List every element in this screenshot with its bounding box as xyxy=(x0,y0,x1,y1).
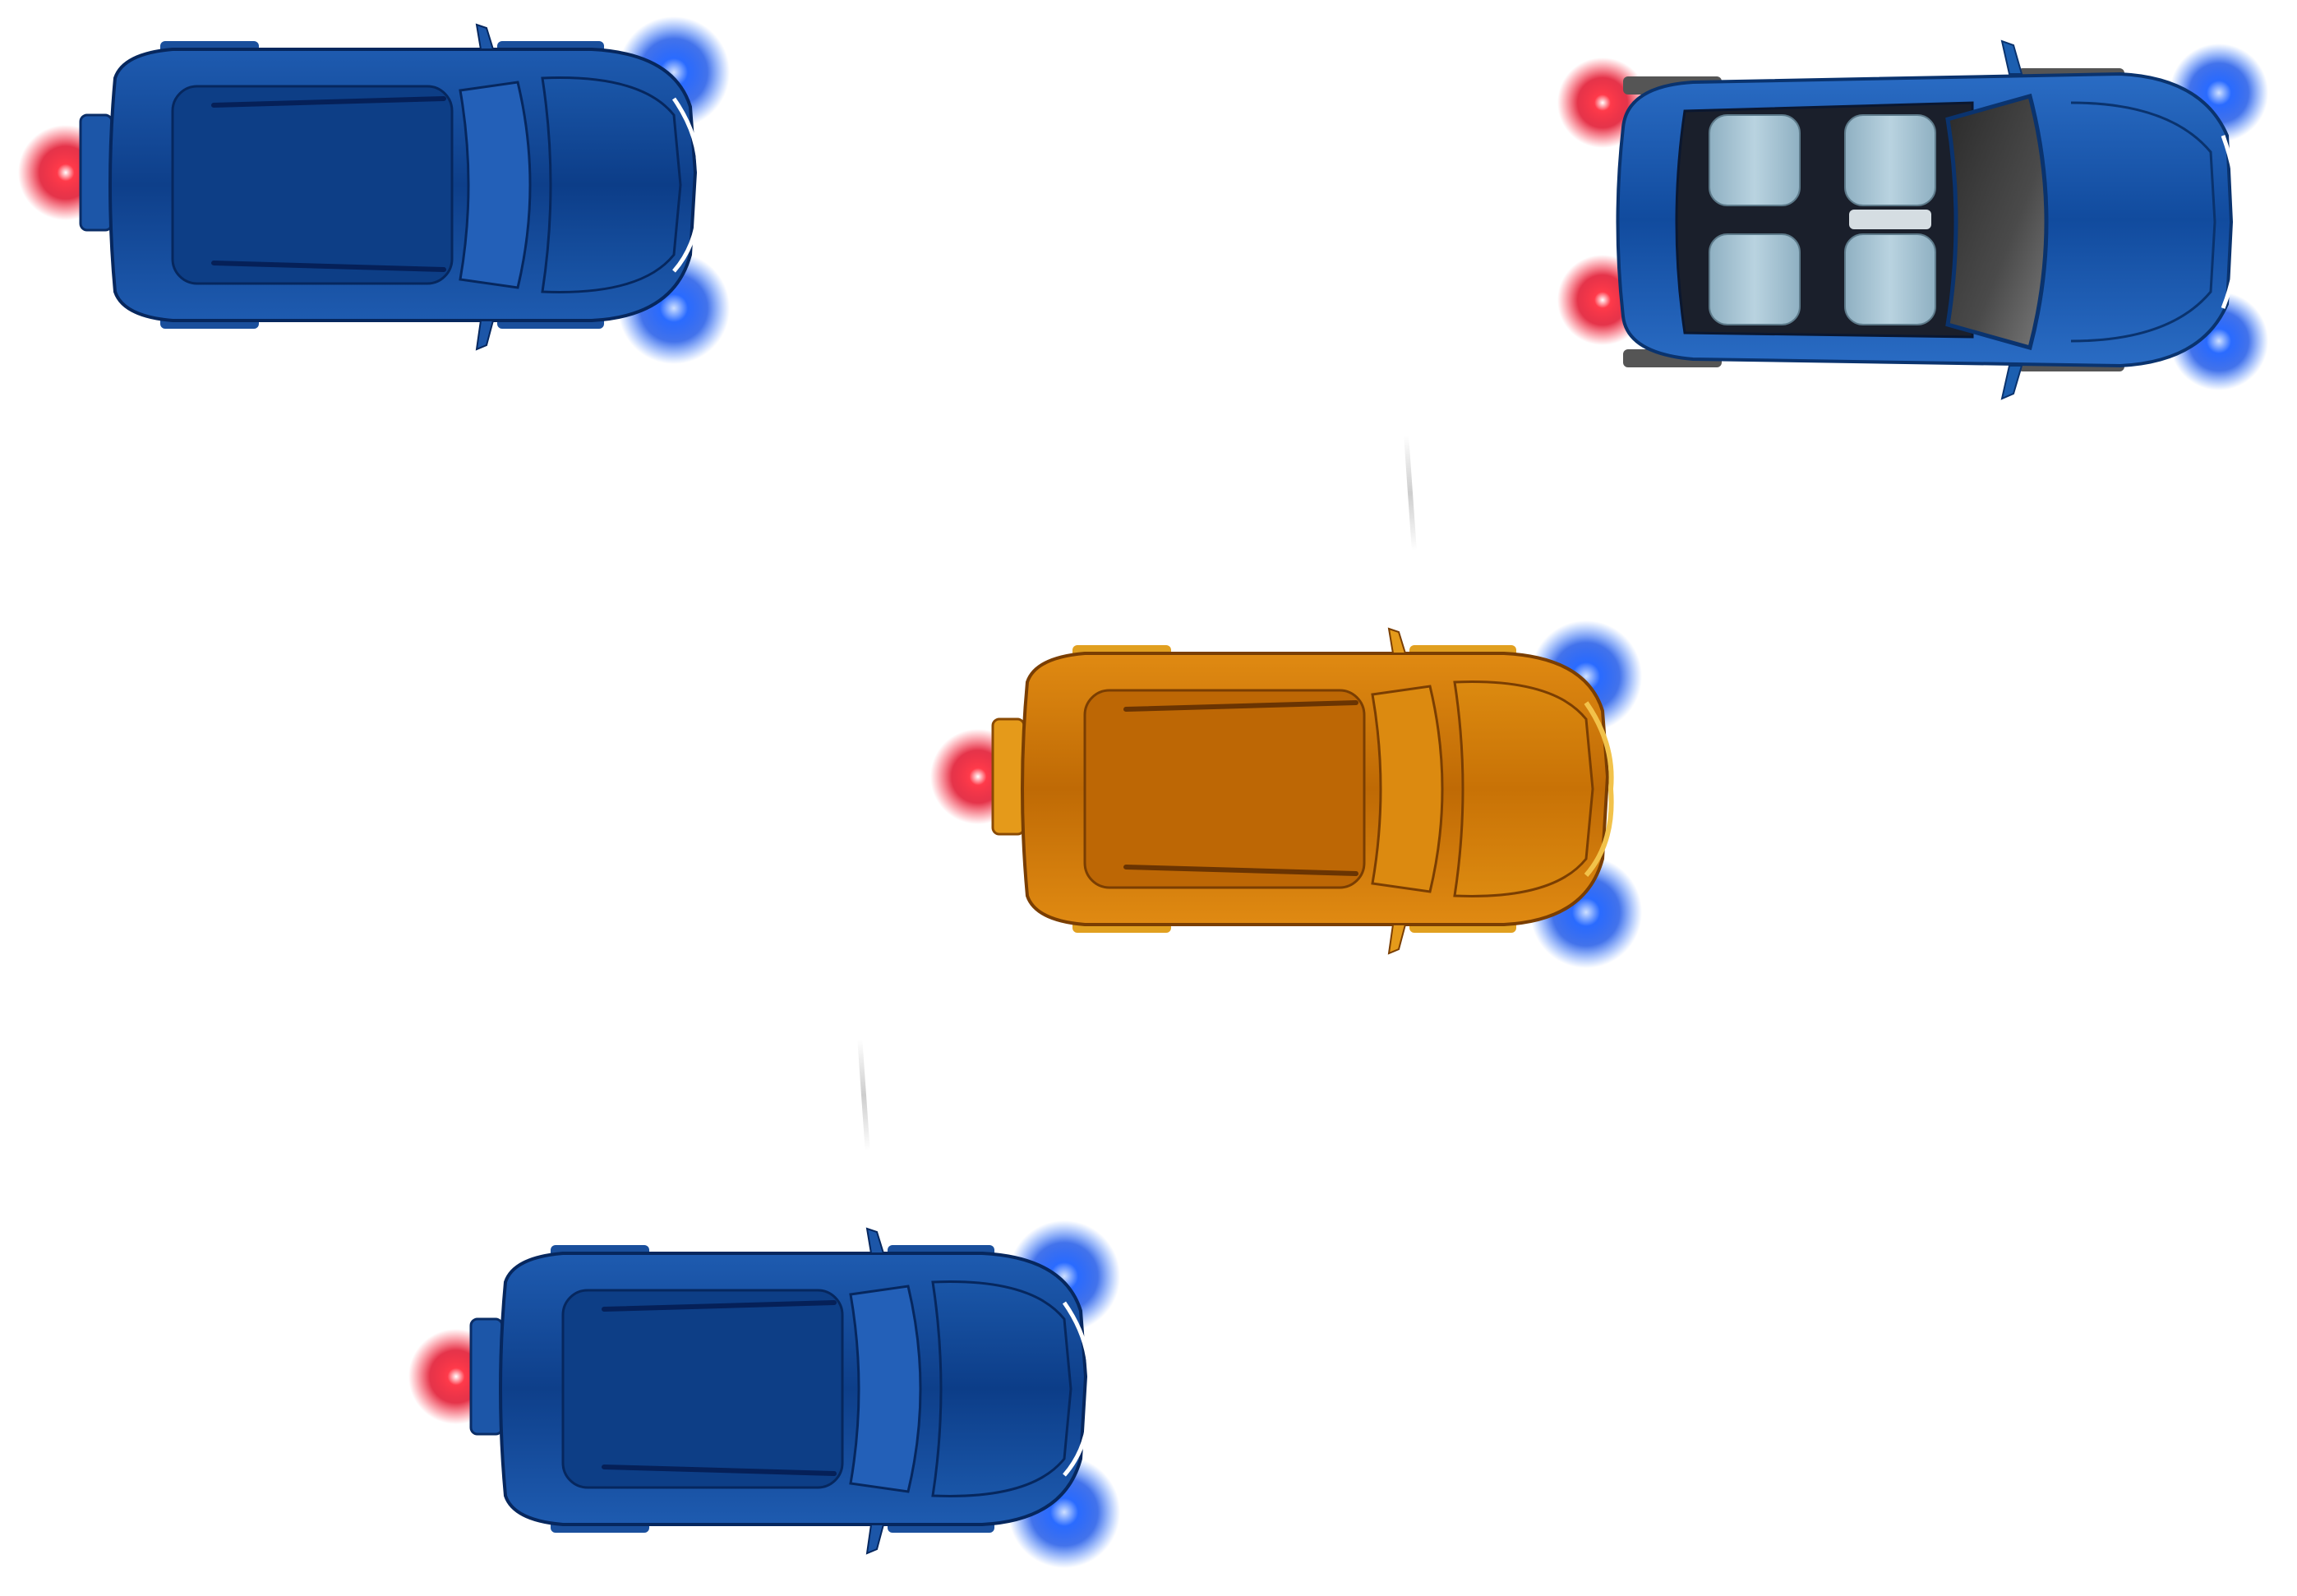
suv-top-view-icon xyxy=(16,16,756,362)
suv-top-view-icon xyxy=(929,620,1668,966)
blue-suv-bottom xyxy=(407,1220,1146,1566)
blue-suv-top-left xyxy=(16,16,756,362)
convertible-top-view-icon xyxy=(1545,37,2285,390)
orange-suv-center xyxy=(929,620,1668,966)
skid-mark xyxy=(1404,435,1417,551)
blue-convertible-top-right xyxy=(1545,37,2285,390)
suv-top-view-icon xyxy=(407,1220,1146,1566)
skid-mark xyxy=(857,1039,870,1151)
